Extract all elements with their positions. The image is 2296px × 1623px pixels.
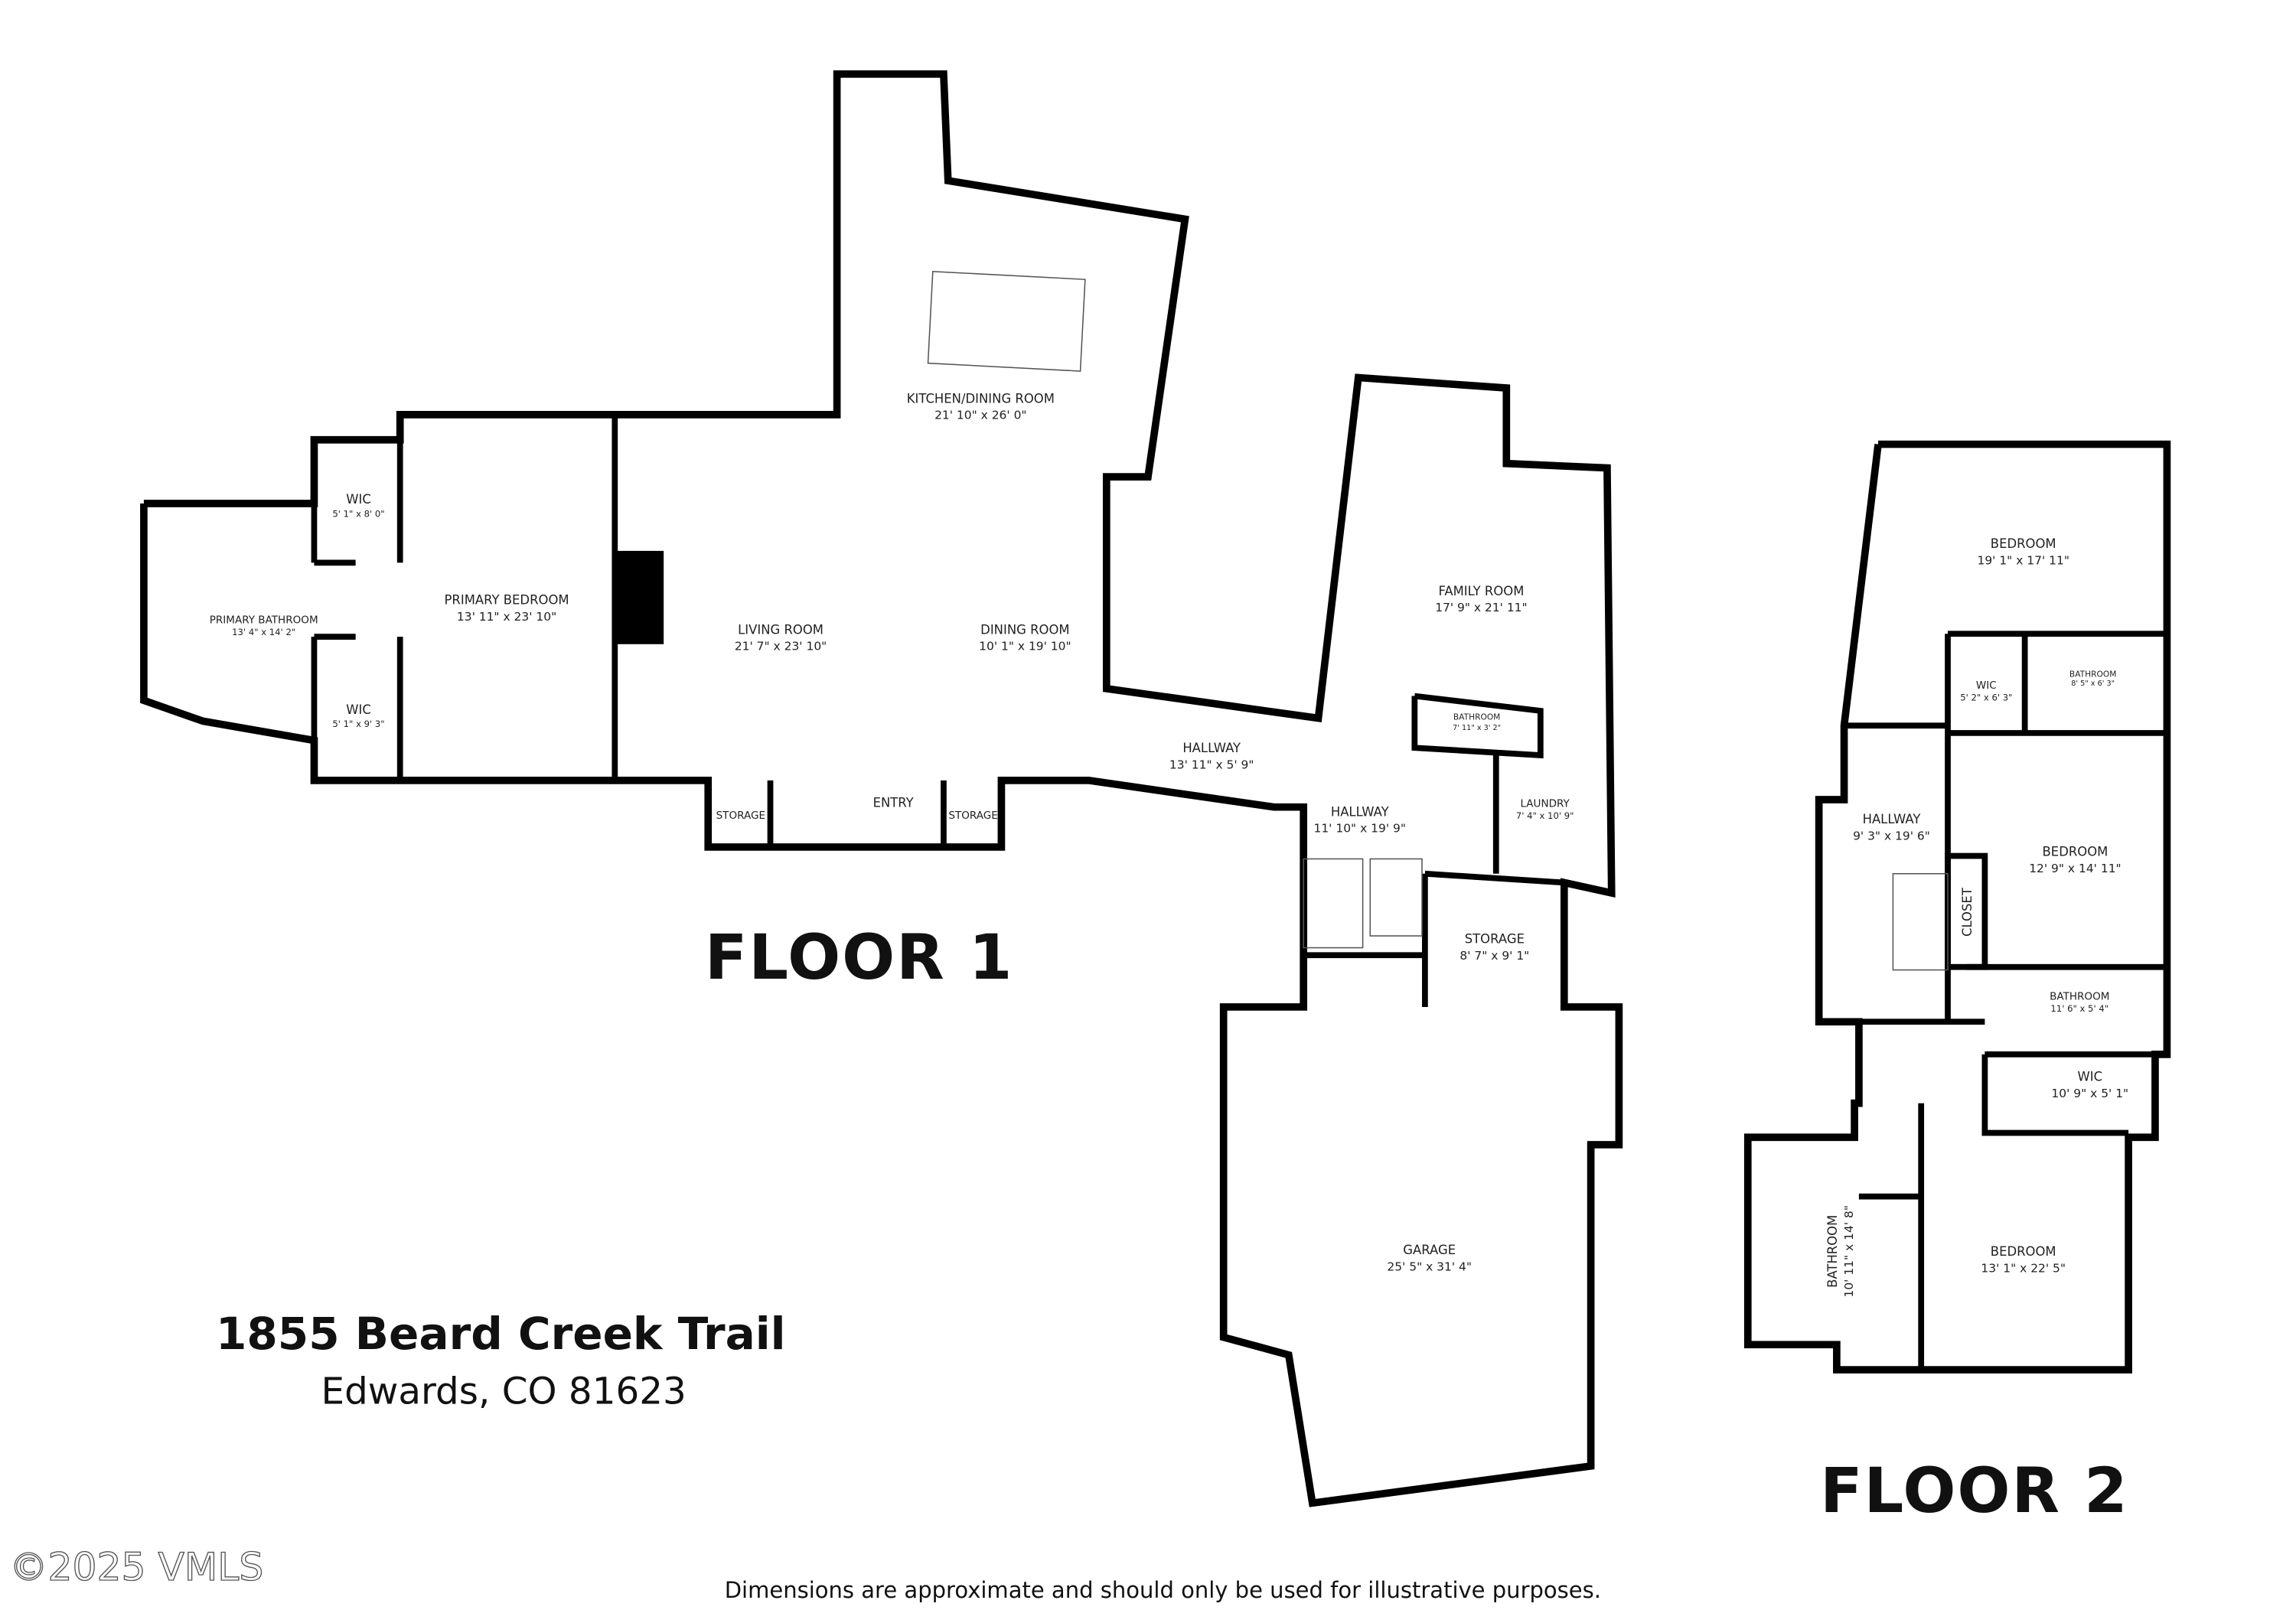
room-name: WIC <box>346 492 371 507</box>
room-dims: 7' 11" x 3' 2" <box>1453 724 1501 732</box>
floor-1-walls <box>140 70 1623 1507</box>
room-name: KITCHEN/DINING ROOM <box>907 391 1055 406</box>
room-dims: 10' 1" x 19' 10" <box>979 640 1071 653</box>
room-dims: 5' 2" x 6' 3" <box>1960 692 2012 702</box>
room-name: CLOSET <box>1960 887 1975 937</box>
room-dims: 21' 10" x 26' 0" <box>934 409 1026 422</box>
room-dims: 9' 3" x 19' 6" <box>1853 829 1930 842</box>
room-dims: 5' 1" x 8' 0" <box>332 508 384 519</box>
floor-2-labels: BEDROOM 19' 1" x 17' 11" WIC 5' 2" x 6' … <box>1825 536 2128 1297</box>
room-name: BATHROOM <box>1825 1215 1840 1288</box>
room-name: PRIMARY BATHROOM <box>210 614 318 627</box>
room-name: HALLWAY <box>1863 812 1922 826</box>
room-name: DINING ROOM <box>980 622 1069 637</box>
room-name: LAUNDRY <box>1520 798 1570 810</box>
room-name: PRIMARY BEDROOM <box>445 593 569 608</box>
room-name: BEDROOM <box>1991 536 2056 551</box>
room-name: STORAGE <box>948 810 997 822</box>
disclaimer: Dimensions are approximate and should on… <box>725 1577 1601 1603</box>
room-dims: 13' 11" x 5' 9" <box>1169 758 1254 771</box>
room-dims: 11' 6" x 5' 4" <box>2050 1003 2108 1014</box>
floor-2-walls <box>1743 440 2171 1374</box>
floor-1-labels: KITCHEN/DINING ROOM 21' 10" x 26' 0" WIC… <box>210 391 1574 1273</box>
fireplace <box>615 550 664 644</box>
room-name: WIC <box>346 702 371 717</box>
address-city: Edwards, CO 81623 <box>321 1370 687 1413</box>
room-name: WIC <box>2078 1070 2103 1084</box>
room-name: BEDROOM <box>1991 1244 2056 1259</box>
room-name: STORAGE <box>716 810 765 822</box>
room-dims: 13' 4" x 14' 2" <box>232 627 295 637</box>
room-name: LIVING ROOM <box>738 622 823 637</box>
room-name: BEDROOM <box>2043 845 2108 859</box>
room-name: STORAGE <box>1465 932 1525 947</box>
room-name: BATHROOM <box>2050 990 2109 1002</box>
room-dims: 21' 7" x 23' 10" <box>735 640 827 653</box>
room-dims: 5' 1" x 9' 3" <box>332 719 384 729</box>
room-dims: 19' 1" x 17' 11" <box>1977 553 2069 567</box>
room-dims: 8' 7" x 9' 1" <box>1459 949 1529 963</box>
floor-1-title: FLOOR 1 <box>705 922 1014 994</box>
room-dims: 25' 5" x 31' 4" <box>1387 1260 1472 1273</box>
room-name: BATHROOM <box>2069 669 2117 679</box>
room-name: BATHROOM <box>1453 712 1501 722</box>
room-name: HALLWAY <box>1331 804 1390 819</box>
room-dims: 10' 11" x 14' 8" <box>1842 1205 1856 1297</box>
room-name: WIC <box>1976 680 1997 692</box>
address-street: 1855 Beard Creek Trail <box>216 1308 786 1360</box>
room-name: GARAGE <box>1403 1243 1456 1257</box>
room-dims: 12' 9" x 14' 11" <box>2029 862 2121 875</box>
watermark: ©2025 VMLS <box>9 1544 263 1589</box>
room-dims: 8' 5" x 6' 3" <box>2071 680 2115 688</box>
room-dims: 17' 9" x 21' 11" <box>1435 601 1527 614</box>
floor-2-title: FLOOR 2 <box>1820 1455 2129 1527</box>
room-dims: 11' 10" x 19' 9" <box>1314 822 1406 836</box>
room-dims: 13' 1" x 22' 5" <box>1981 1261 2066 1275</box>
room-name: ENTRY <box>873 796 915 810</box>
room-dims: 10' 9" x 5' 1" <box>2051 1087 2128 1100</box>
room-dims: 13' 11" x 23' 10" <box>457 610 556 624</box>
room-name: HALLWAY <box>1182 741 1241 755</box>
room-dims: 7' 4" x 10' 9" <box>1516 810 1574 821</box>
room-name: FAMILY ROOM <box>1438 584 1524 598</box>
